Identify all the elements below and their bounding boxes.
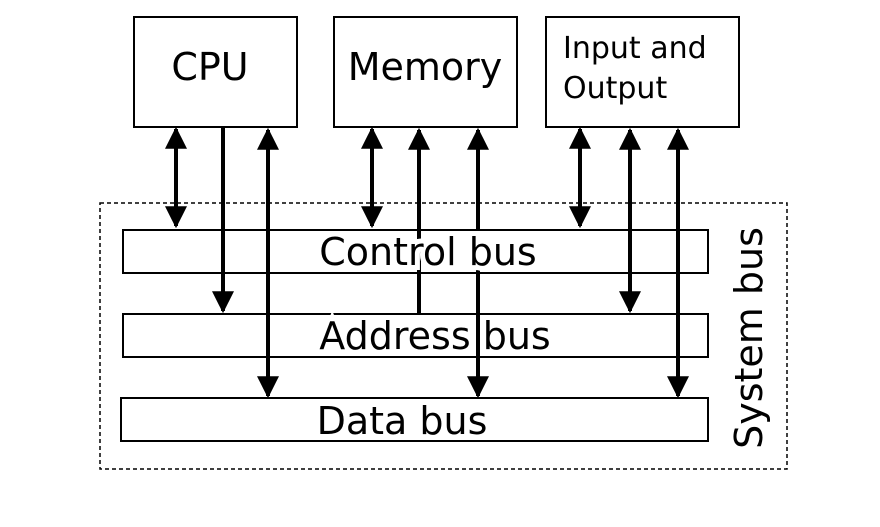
system-bus-label: System bus xyxy=(727,227,771,449)
input-output-box: Input and Output xyxy=(545,16,740,128)
data-bus xyxy=(120,397,709,442)
address-bus-label: Address bus xyxy=(319,314,550,358)
system-bus-boundary xyxy=(99,202,788,470)
input-output-label-line1: Input and xyxy=(563,31,707,66)
input-output-label-line2: Output xyxy=(563,71,667,106)
memory-label: Memory xyxy=(348,45,503,89)
control-bus-label: Control bus xyxy=(319,230,536,274)
cpu-box: CPU xyxy=(133,16,298,128)
cpu-label: CPU xyxy=(171,45,248,89)
memory-box: Memory xyxy=(333,16,518,128)
address-bus xyxy=(122,313,709,358)
data-bus-label: Data bus xyxy=(317,399,488,443)
control-bus xyxy=(122,229,709,274)
